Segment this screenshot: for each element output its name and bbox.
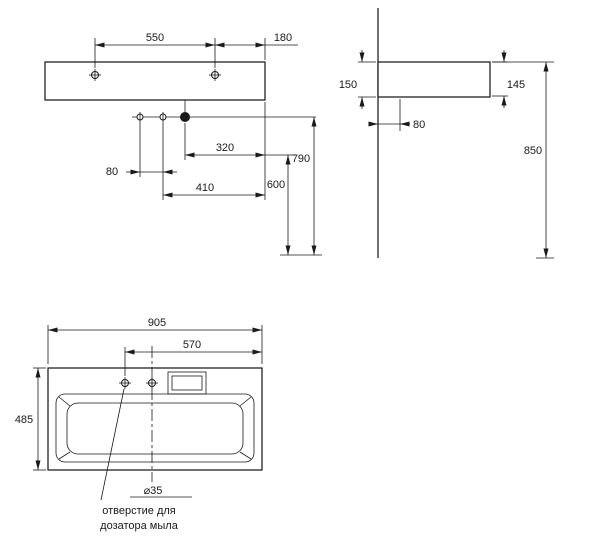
dim-850-label: 850 (524, 145, 542, 157)
front-view: 550 180 320 80 410 600 (44, 32, 322, 256)
front-soap-hole (136, 112, 144, 122)
dim-410-label: 410 (196, 182, 214, 194)
dim-790-label: 790 (292, 153, 310, 165)
drain-mark-icon (180, 112, 190, 122)
dim-80-label: 80 (106, 166, 118, 178)
leader-line (100, 388, 125, 501)
top-soap-dispenser-hole (119, 377, 131, 389)
dim-485-label: 485 (15, 414, 33, 426)
dim-320-label: 320 (216, 142, 234, 154)
dim-145-label: 145 (507, 79, 525, 91)
dim-180-label: 180 (274, 32, 292, 44)
dim-905-label: 905 (148, 317, 166, 329)
front-faucet-hole (159, 112, 167, 122)
bowl-bottom-outline (66, 402, 244, 455)
dim-80-side-label: 80 (413, 119, 425, 131)
dim-550-label: 550 (146, 32, 164, 44)
note-line1: отверстие для (102, 505, 176, 517)
basin-front-outline (44, 61, 266, 101)
side-view: 150 145 80 850 (339, 8, 554, 259)
hole-diameter-label: ⌀35 (144, 485, 163, 497)
overflow-slot (167, 371, 207, 395)
front-hole-right (209, 69, 221, 81)
dim-570-label: 570 (183, 339, 201, 351)
basin-side-outline (377, 61, 491, 98)
top-view: 905 570 485 ⌀35 отверстие для дозатора м… (15, 317, 263, 532)
note-line2: дозатора мыла (100, 520, 179, 532)
bowl-rim-outline (55, 393, 255, 463)
dim-600-label: 600 (267, 179, 285, 191)
dim-150-label: 150 (339, 79, 357, 91)
front-hole-left (89, 69, 101, 81)
